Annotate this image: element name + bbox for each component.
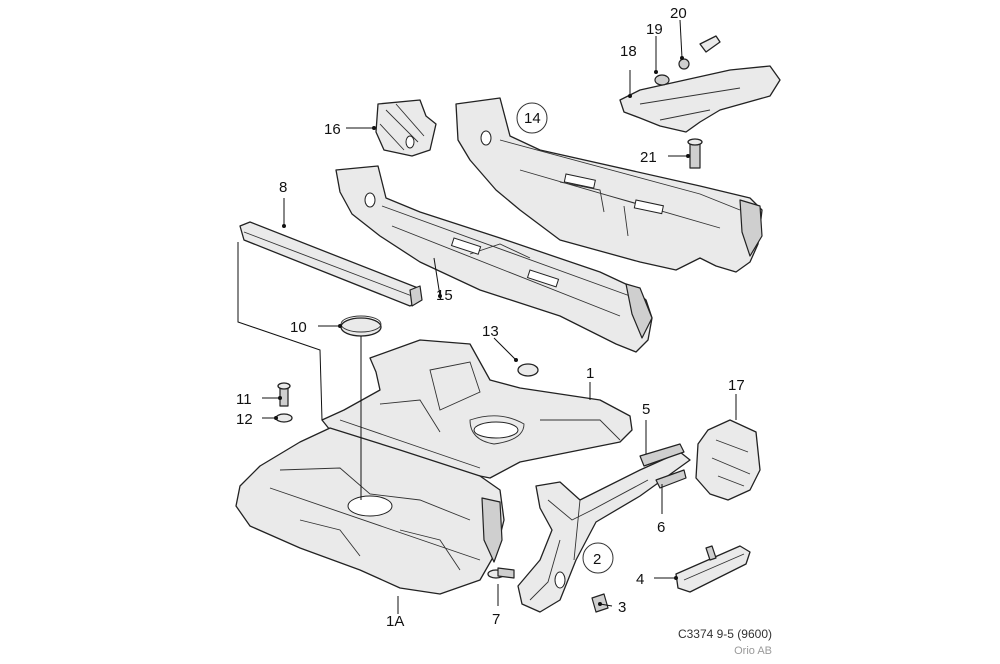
ref-circle-2 — [582, 542, 614, 574]
callout-16: 16 — [324, 121, 341, 138]
part-15-rear-panel — [335, 165, 653, 353]
callout-7: 7 — [492, 611, 500, 628]
leader-dots — [274, 56, 690, 606]
callout-2: 2 — [593, 551, 601, 568]
callout-6: 6 — [657, 519, 665, 536]
part-5-bracket — [639, 443, 685, 467]
callout-13: 13 — [482, 323, 499, 340]
diagram-organization: Orio AB — [734, 645, 772, 657]
callout-15: 15 — [436, 287, 453, 304]
part-21-bolt — [687, 138, 703, 169]
callout-21: 21 — [640, 149, 657, 166]
part-4-rail — [675, 545, 751, 593]
callout-17: 17 — [728, 377, 745, 394]
callout-labels: 8 16 14 15 10 13 1 11 12 5 17 6 2 4 3 7 … — [236, 5, 745, 630]
callout-3: 3 — [618, 599, 626, 616]
part-7-fastener — [487, 567, 515, 579]
callout-8: 8 — [279, 179, 287, 196]
callout-1: 1 — [586, 365, 594, 382]
part-2-side-member — [517, 451, 691, 613]
part-8-shelf-strip — [239, 221, 423, 307]
callout-14: 14 — [524, 110, 541, 127]
part-16-bracket — [375, 99, 437, 157]
callout-18: 18 — [620, 43, 637, 60]
part-1a-floor-panel — [235, 427, 505, 595]
part-20-bolt — [678, 35, 721, 70]
callout-19: 19 — [646, 21, 663, 38]
part-12-washer — [275, 413, 293, 423]
part-17-bracket-block — [695, 419, 761, 501]
diagram-caption: C3374 9-5 (9600) Orio AB — [678, 626, 772, 660]
callout-4: 4 — [636, 571, 644, 588]
part-6-bracket — [655, 469, 687, 489]
part-10-plug — [340, 315, 382, 337]
callout-1a: 1A — [386, 613, 404, 630]
part-11-screw — [277, 382, 291, 407]
leader-lines — [237, 19, 737, 614]
part-1-floor-panel — [321, 339, 633, 479]
callout-5: 5 — [642, 401, 650, 418]
part-14-rear-panel — [455, 97, 763, 273]
callout-10: 10 — [290, 319, 307, 336]
callout-20: 20 — [670, 5, 687, 22]
part-13-grommet — [517, 363, 539, 377]
diagram-code: C3374 9-5 (9600) — [677, 627, 772, 641]
part-18-mount-bracket — [619, 65, 781, 133]
callout-12: 12 — [236, 411, 253, 428]
ref-circle-14 — [516, 102, 548, 134]
part-19-nut — [654, 74, 670, 86]
callout-11: 11 — [236, 391, 252, 408]
